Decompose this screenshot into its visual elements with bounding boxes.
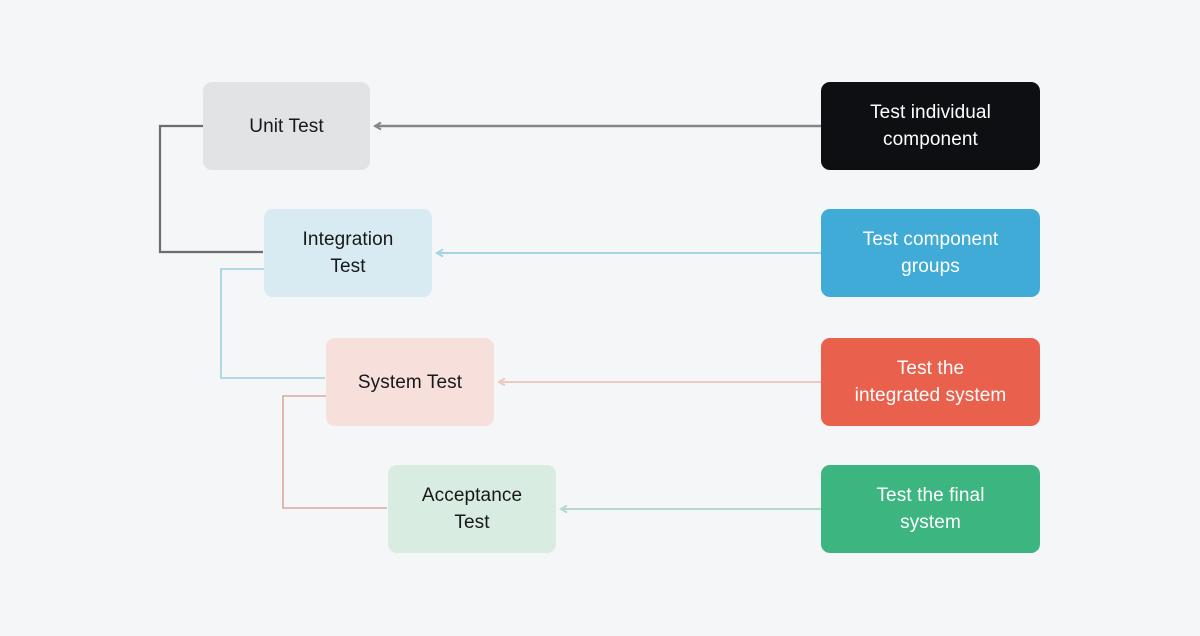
node-system-test: System Test [326,338,494,426]
node-desc-final-system: Test the final system [821,465,1040,553]
node-system-test-label: System Test [357,371,463,393]
node-acceptance-test: Acceptance Test [388,465,556,553]
node-desc-individual-component: Test individual component [821,82,1040,170]
node-desc-individual-component-label: Test individual component [870,102,991,150]
node-desc-component-groups: Test component groups [821,209,1040,297]
node-integration-test-label: Integration Test [302,229,394,277]
node-integration-test: Integration Test [264,209,432,297]
node-acceptance-test-label: Acceptance Test [421,485,523,533]
node-desc-final-system-label: Test the final system [876,485,985,533]
node-desc-integrated-system-label: Test the integrated system [854,358,1007,406]
node-unit-test-label: Unit Test [249,115,324,137]
node-desc-integrated-system: Test the integrated system [821,338,1040,426]
node-unit-test: Unit Test [203,82,370,170]
node-desc-component-groups-label: Test component groups [862,229,999,277]
